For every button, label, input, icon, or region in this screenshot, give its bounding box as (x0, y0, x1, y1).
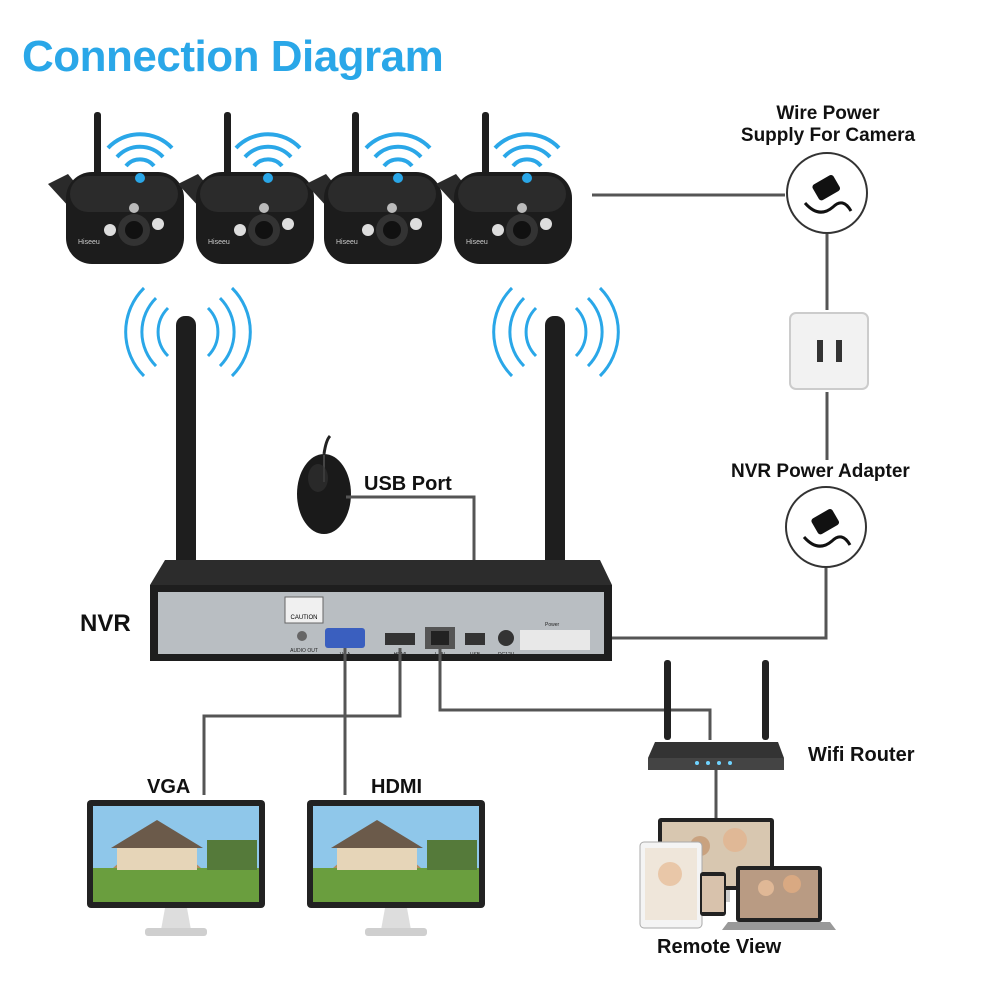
nvr-antenna-left (176, 316, 196, 616)
router-icon (648, 660, 784, 770)
nvr-label: NVR (80, 610, 131, 637)
diagram-title: Connection Diagram (22, 32, 444, 81)
camera-icon-4 (436, 112, 572, 264)
usb-port-label: USB Port (364, 473, 452, 495)
power-label: Power (545, 622, 560, 628)
vga-port (325, 628, 365, 648)
lan-cable-line (438, 648, 712, 740)
usb-port-label: USB (470, 652, 481, 658)
nvr-antenna-right (545, 316, 565, 616)
wifi-router-label: Wifi Router (808, 744, 915, 766)
wire-power-label-line1: Wire Power (776, 103, 880, 124)
mouse-icon (297, 434, 351, 534)
hdmi-port (385, 633, 415, 645)
wire-power-label-line2: Supply For Camera (740, 125, 916, 146)
monitor-icon-vga (87, 800, 265, 936)
tablet-icon (639, 841, 703, 929)
power-adapter-icon-camera (785, 151, 869, 235)
vga-label: VGA (147, 776, 191, 798)
dc-port (498, 630, 514, 646)
laptop-icon (722, 866, 836, 930)
usb-port (465, 633, 485, 645)
nvr-device: CAUTION AUDIO OUT VGA HDMI LAN USB DC12V… (150, 560, 612, 661)
camera-icon-2 (178, 112, 314, 264)
hdmi-label: HDMI (371, 776, 423, 798)
remote-view-label: Remote View (657, 936, 782, 958)
camera-icon-1 (48, 112, 184, 264)
phone-icon (700, 872, 726, 916)
power-adapter-icon-nvr (784, 485, 868, 569)
caution-label: CAUTION (291, 615, 318, 621)
remote-devices (639, 818, 836, 930)
wire-power-label: Wire Power Supply For Camera (728, 103, 928, 147)
wall-outlet-icon (789, 312, 869, 390)
audio-out-label: AUDIO OUT (290, 648, 318, 654)
dc-port-label: DC12V (498, 652, 515, 658)
nvr-power-adapter-label: NVR Power Adapter (731, 461, 910, 482)
monitor-icon-hdmi (307, 800, 485, 936)
hdmi-cable-line (202, 648, 402, 795)
camera-icon-3 (306, 112, 442, 264)
